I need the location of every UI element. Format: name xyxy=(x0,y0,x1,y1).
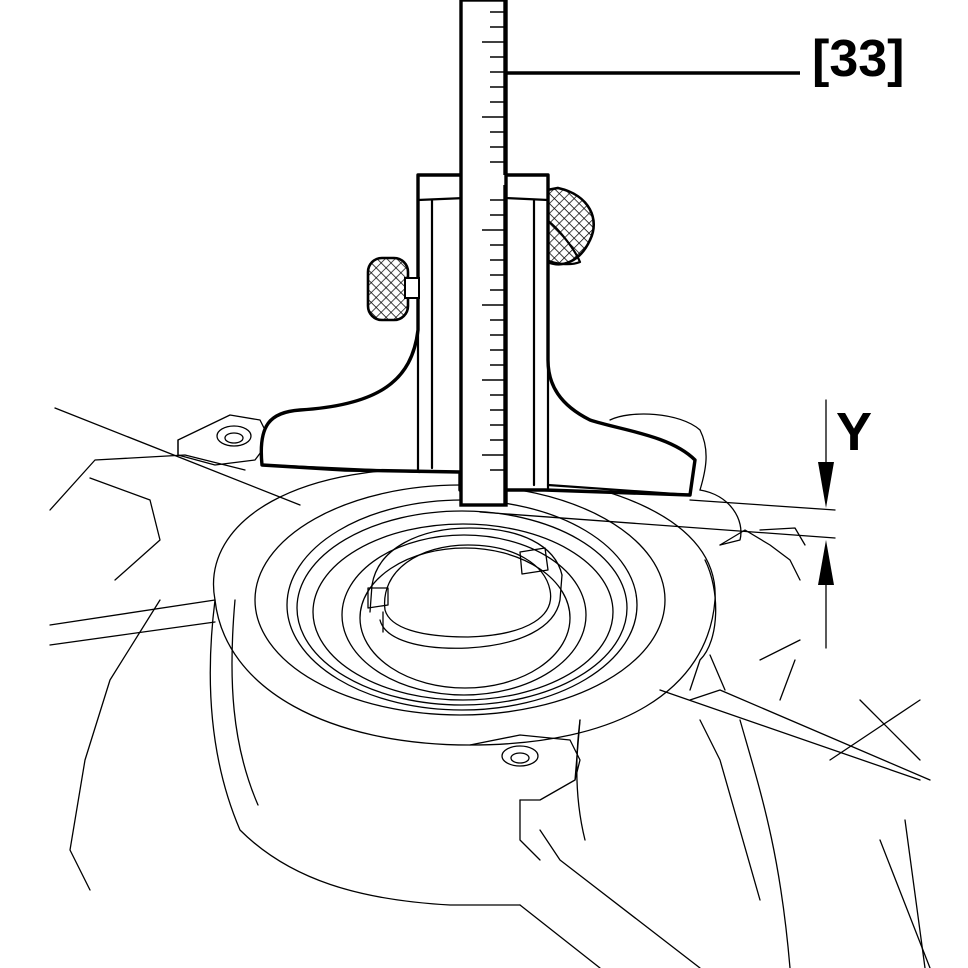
depth-gauge xyxy=(259,0,697,507)
gauge-rule xyxy=(459,0,508,507)
arrow-down-icon xyxy=(818,462,834,508)
part-reference-label: [33] xyxy=(812,30,904,88)
bearing-bore xyxy=(212,468,716,746)
dimension-y: Y xyxy=(479,399,872,649)
arrow-up-icon xyxy=(818,540,834,585)
gearbox-housing xyxy=(49,407,931,968)
part-callout: [33] xyxy=(505,30,904,88)
dimension-label: Y xyxy=(836,402,872,462)
knurled-knob-front xyxy=(366,256,410,322)
rule-graduations xyxy=(482,11,505,471)
